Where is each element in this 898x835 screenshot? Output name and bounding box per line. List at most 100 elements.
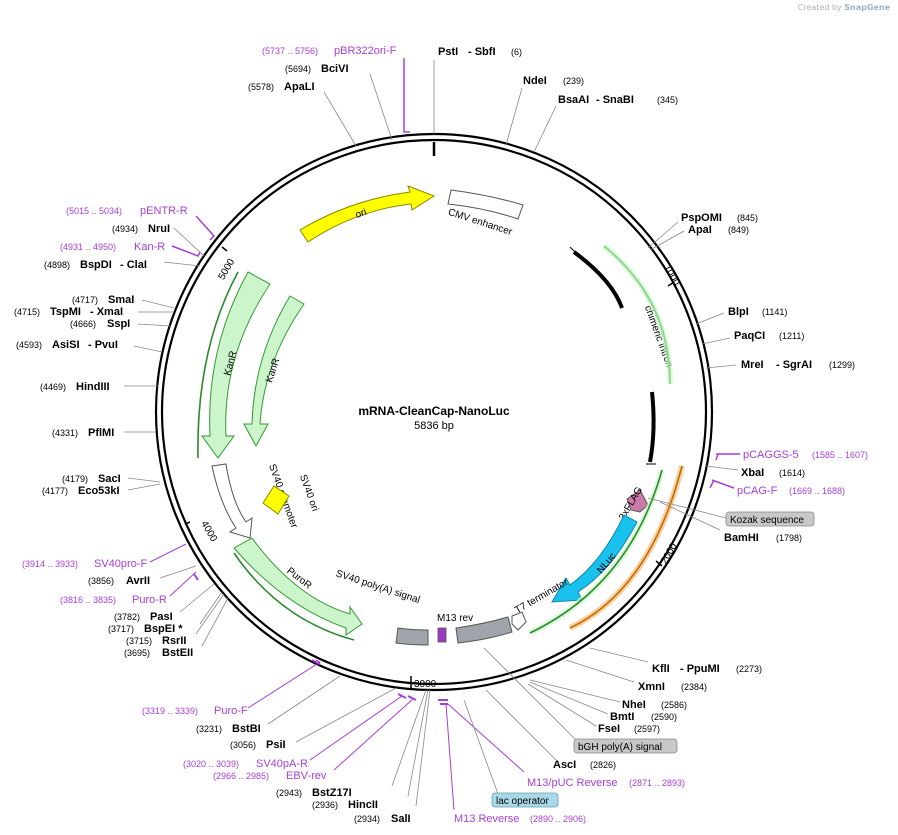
- site-xbai[interactable]: XbaI (1614): [705, 465, 805, 479]
- feature-bgh-polya[interactable]: [455, 616, 513, 644]
- primer-range-kan-r: (4931 .. 4950): [60, 242, 116, 252]
- site-kfli[interactable]: KflI - PpuMI (2273): [589, 647, 762, 675]
- site-bsteii[interactable]: (3695) BstEII: [124, 597, 229, 659]
- feature-label-ori: ori: [354, 207, 368, 221]
- site-name-asci: AscI: [553, 759, 576, 771]
- primer-range-sv40pa-r: (3020 .. 3039): [183, 759, 239, 769]
- site-name-sgrai: - SgrAI: [776, 359, 812, 371]
- feature-ori[interactable]: ori: [299, 185, 436, 243]
- site-mrei[interactable]: MreI - SgrAI (1299): [705, 359, 855, 371]
- site-bamhi[interactable]: BamHI (1798): [659, 501, 802, 544]
- site-pos-apali: (5578): [248, 82, 274, 92]
- site-paqci[interactable]: PaqCI (1211): [701, 330, 804, 345]
- site-pos-psii: (3056): [230, 740, 256, 750]
- label-text-lac-operator: lac operator: [496, 796, 549, 807]
- site-pos-hincii: (2936): [312, 800, 338, 810]
- site-pspomi[interactable]: PspOMI (845): [647, 212, 758, 249]
- primer-name-pcag-f: pCAG-F: [737, 485, 778, 497]
- site-bspei[interactable]: (3717) BspEI *: [108, 591, 223, 635]
- site-pst-sbf[interactable]: PstI - SbfI (6): [433, 46, 522, 134]
- site-nhei[interactable]: NheI (2586): [529, 679, 687, 711]
- feature-m13-rev[interactable]: M13 rev: [437, 613, 473, 643]
- site-xmni[interactable]: XmnI (2384): [565, 659, 707, 693]
- site-pasi[interactable]: (3782) PasI: [114, 583, 215, 623]
- site-name-sali: SalI: [391, 813, 411, 825]
- primer-name-puro-f: Puro-F: [214, 705, 248, 717]
- site-apai[interactable]: ApaI (849): [649, 224, 749, 251]
- primer-sv40pa-r[interactable]: (3020 .. 3039) SV40pA-R: [183, 693, 407, 770]
- site-saci[interactable]: (4179) SacI: [62, 473, 161, 485]
- primer-m13-reverse[interactable]: M13 Reverse (2890 .. 2906): [440, 703, 586, 825]
- site-pos-hindiii: (4469): [40, 382, 66, 392]
- site-asisi[interactable]: (4593) AsiSI - PvuI: [16, 339, 163, 353]
- site-eco53ki[interactable]: (4177) Eco53kI: [42, 483, 161, 497]
- site-hindiii[interactable]: (4469) HindIII: [40, 381, 158, 393]
- primer-ebv-rev[interactable]: (2966 .. 2985) EBV-rev: [213, 695, 417, 782]
- site-fsei[interactable]: FseI (2597): [527, 683, 660, 735]
- site-name-sspi: SspI: [107, 318, 130, 330]
- site-name-apai: ApaI: [688, 224, 712, 236]
- site-pos-bcivi: (5694): [285, 64, 311, 74]
- site-asci[interactable]: AscI (2826): [485, 689, 616, 771]
- primer-sv40pro-f[interactable]: (3914 .. 3933) SV40pro-F: [22, 543, 187, 570]
- primer-range-sv40pro-f: (3914 .. 3933): [22, 559, 78, 569]
- primer-pcaggs-5[interactable]: pCAGGS-5 (1585 .. 1607): [715, 449, 868, 461]
- site-bstbi[interactable]: (3231) BstBI: [196, 675, 341, 735]
- primer-pbr322ori-f[interactable]: (5737 .. 5756) pBR322ori-F: [262, 45, 410, 133]
- plasmid-name: mRNA-CleanCap-NanoLuc: [358, 404, 510, 418]
- site-pflmi[interactable]: (4331) PflMI: [52, 427, 156, 439]
- feature-kanr-inner[interactable]: KanR: [243, 295, 305, 448]
- site-bspdi[interactable]: (4898) BspDI - ClaI: [44, 259, 201, 271]
- site-name-pflmi: PflMI: [88, 427, 114, 439]
- site-smai[interactable]: (4717) SmaI: [72, 294, 175, 309]
- site-pos-xbai: (1614): [779, 468, 805, 478]
- site-bmti[interactable]: BmtI (2590): [529, 681, 677, 723]
- site-psii[interactable]: (3056) PsiI: [230, 687, 397, 751]
- watermark-text: Created by: [797, 3, 842, 12]
- site-pos-pasi: (3782): [114, 612, 140, 622]
- site-ndei[interactable]: NdeI (239): [505, 75, 584, 146]
- site-name-ppumi: - PpuMI: [680, 663, 720, 675]
- site-tspmi[interactable]: (4715) TspMI - XmaI: [14, 306, 174, 318]
- site-name-smai: SmaI: [108, 294, 134, 306]
- feature-cmv-enhancer[interactable]: CMV enhancer: [447, 189, 524, 238]
- site-bstz17i[interactable]: (2943) BstZ17I: [276, 689, 427, 799]
- site-hincii[interactable]: (2936) HincII: [312, 689, 429, 811]
- site-sali[interactable]: (2934) SalI: [354, 689, 431, 825]
- site-name-asisi: AsiSI: [52, 339, 80, 351]
- site-pos-nrui: (4934): [112, 224, 138, 234]
- label-kozak-sequence[interactable]: Kozak sequence: [647, 497, 815, 527]
- site-name-sbfi: - SbfI: [468, 46, 496, 58]
- site-pos-pspomi: (845): [737, 213, 758, 223]
- primer-range-pentr-r: (5015 .. 5034): [66, 206, 122, 216]
- site-avrii[interactable]: (3856) AvrII: [88, 565, 197, 587]
- primer-range-m13-reverse: (2890 .. 2906): [530, 814, 586, 824]
- primer-puro-f[interactable]: (3319 .. 3339) Puro-F: [142, 659, 322, 717]
- site-name-tspmi: TspMI: [50, 306, 81, 318]
- primer-kan-r[interactable]: (4931 .. 4950) Kan-R: [60, 241, 201, 257]
- primer-range-puro-f: (3319 .. 3339): [142, 706, 198, 716]
- primer-puro-r[interactable]: (3816 .. 3835) Puro-R: [60, 571, 199, 606]
- label-text-bgh: bGH poly(A) signal: [578, 742, 662, 753]
- feature-puror[interactable]: PuroR: [233, 537, 363, 636]
- primer-pcag-f[interactable]: pCAG-F (1669 .. 1688): [709, 479, 845, 497]
- site-drui[interactable]: (4934) NruI: [112, 223, 205, 257]
- feature-chimeric-intron[interactable]: chimeric intron: [569, 246, 675, 465]
- primer-name-pcaggs-5: pCAGGS-5: [743, 449, 799, 461]
- site-sspi[interactable]: (4666) SspI: [70, 318, 171, 330]
- site-bcivi[interactable]: (5694) BciVI: [285, 63, 393, 141]
- primer-pentr-r[interactable]: (5015 .. 5034) pENTR-R: [66, 205, 216, 241]
- site-name-fsei: FseI: [598, 723, 620, 735]
- feature-t7-terminator[interactable]: T7 terminator: [511, 577, 571, 631]
- site-apali[interactable]: (5578) ApaLI: [248, 81, 357, 147]
- label-lac-operator[interactable]: lac operator: [463, 699, 559, 808]
- snapgene-logo: SnapGene: [844, 3, 890, 12]
- primer-range-pcag-f: (1669 .. 1688): [789, 486, 845, 496]
- label-bgh-polya-signal[interactable]: bGH poly(A) signal: [483, 647, 678, 754]
- site-name-apali: ApaLI: [284, 81, 315, 93]
- primer-name-m13-puc-reverse: M13/pUC Reverse: [527, 777, 617, 789]
- site-rsrii[interactable]: (3715) RsrII: [126, 593, 225, 647]
- site-blpi[interactable]: BlpI (1141): [695, 306, 787, 325]
- primer-m13-puc-reverse[interactable]: M13/pUC Reverse (2871 .. 2893): [438, 699, 685, 789]
- site-bsaai[interactable]: BsaAI - SnaBI (345): [533, 94, 678, 153]
